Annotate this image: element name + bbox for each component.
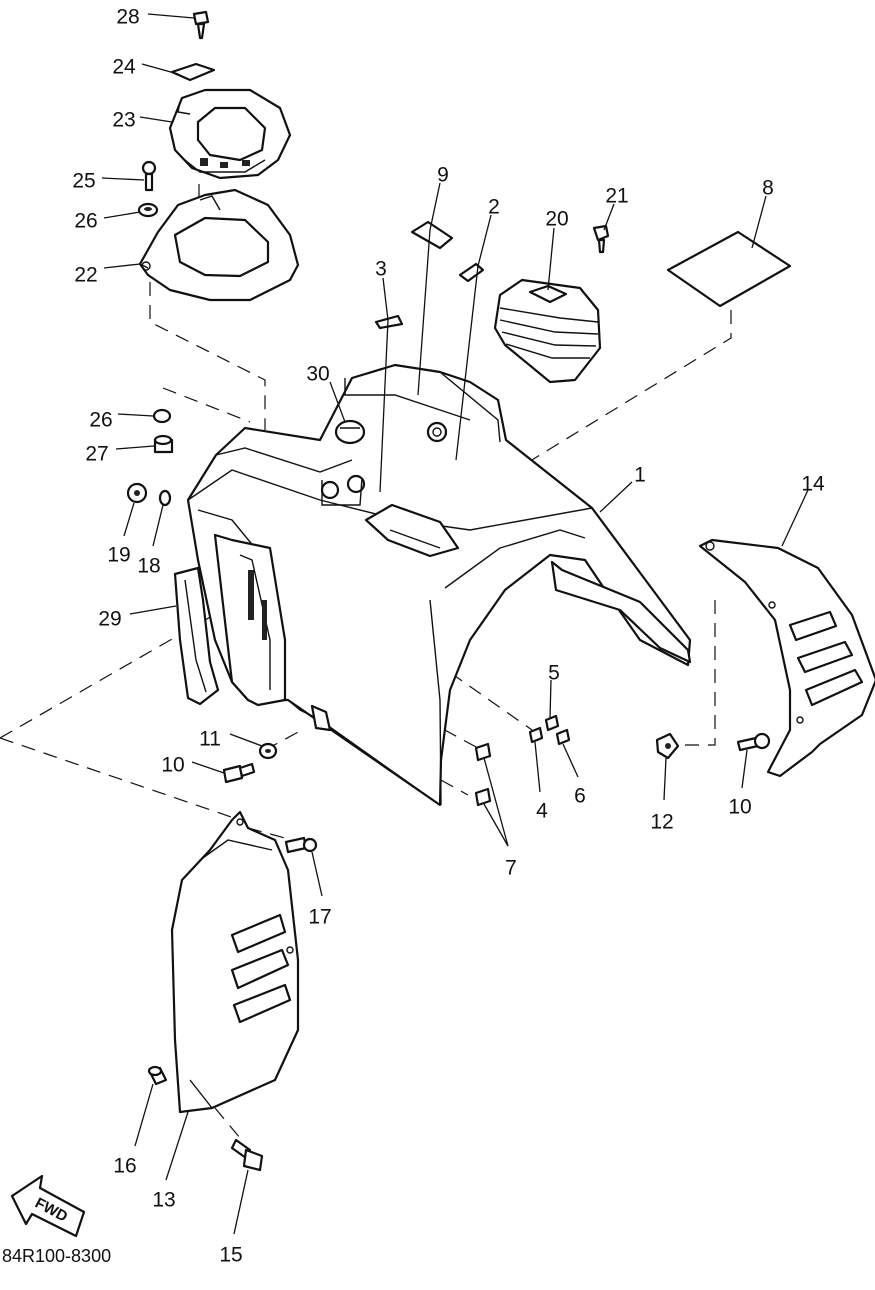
callout-c23: 23 [112,109,135,132]
grommet-19 [126,482,148,504]
callout-c19: 19 [107,544,130,567]
callout-c6: 6 [574,785,586,808]
callout-labels: 28 24 23 25 26 22 9 2 20 21 8 3 30 26 27 19 18 29 1 14 5 11 10… [72,6,825,1267]
nut-4 [528,726,544,744]
sheet-8 [666,230,792,308]
callout-c1: 1 [634,464,646,487]
screw-17 [284,836,318,854]
plate-24 [170,62,216,82]
screw-28 [192,10,210,40]
nut-7-lower [474,787,492,807]
callout-c10b: 10 [728,796,751,819]
callout-c12: 12 [650,811,673,834]
tool-box-20 [493,278,602,384]
callout-c4: 4 [536,800,548,823]
callout-c28: 28 [116,6,139,29]
side-cover-right-14 [698,538,875,778]
callout-c21: 21 [605,185,628,208]
screw-21 [592,224,610,254]
callout-c3: 3 [375,258,387,281]
callout-c16: 16 [113,1155,136,1178]
callout-c26b: 26 [89,409,112,432]
front-fender-body [186,363,692,807]
grommet-16 [147,1065,168,1086]
nut-5 [544,714,560,732]
callout-c2: 2 [488,196,500,219]
pad-9 [410,220,454,250]
cap-30 [334,419,366,445]
light-housing-lower [138,188,300,302]
callout-c14: 14 [801,473,825,496]
callout-c18: 18 [137,555,160,578]
washer-26-lower [152,408,172,424]
fwd-arrow: FWD [10,1174,86,1238]
washer-18 [158,489,172,507]
side-cover-left-13 [170,810,300,1114]
nut-6 [555,728,571,746]
callout-c7: 7 [505,857,517,880]
clip-nut-12 [655,732,680,760]
callout-c20: 20 [545,208,568,231]
callout-c5: 5 [548,662,560,685]
callout-c22: 22 [74,264,97,287]
callout-c11: 11 [199,728,221,751]
washer-26-upper [137,202,159,218]
callout-c24: 24 [112,56,136,79]
collar-27 [153,434,174,454]
callout-c13: 13 [152,1189,175,1212]
callout-c8: 8 [762,177,774,200]
bolt-10-right [736,732,771,752]
leader-lines [101,13,809,1235]
callout-c30: 30 [306,363,329,386]
diagram-code: 84R100-8300 [2,1246,111,1266]
bracket-29 [173,566,220,706]
clip-3 [374,314,404,330]
clip-2 [458,262,485,283]
washer-11 [258,742,278,760]
callout-c27: 27 [85,443,108,466]
nut-7-upper [474,742,492,762]
callout-c15: 15 [219,1244,242,1267]
bolt-10-left [222,762,256,784]
screw-25 [141,160,157,192]
callout-c26a: 26 [74,210,97,233]
callout-c9: 9 [437,164,449,187]
callout-c10a: 10 [161,754,184,777]
light-housing-upper [168,88,292,180]
callout-c17: 17 [308,906,331,929]
callout-c29: 29 [98,608,121,631]
bolt-15 [230,1138,264,1172]
callout-c25: 25 [72,170,95,193]
